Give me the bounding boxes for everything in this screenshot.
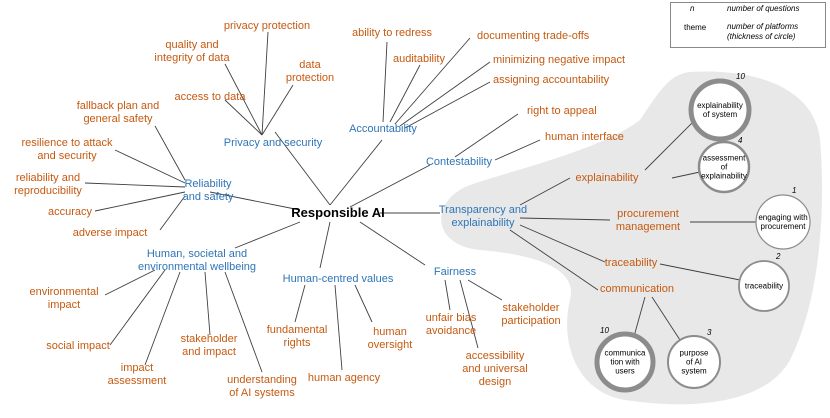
theme-count-communication-with-users: 10	[600, 326, 609, 335]
leaf-right-to-appeal: right to appeal	[527, 105, 597, 117]
leaf-social-impact: social impact	[46, 340, 110, 352]
leaf-reliability-reproducibility: reliability and reproducibility	[14, 172, 82, 197]
theme-count-traceability: 2	[776, 252, 781, 261]
leaf-quality-integrity: quality and integrity of data	[154, 39, 230, 64]
leaf-ability-to-redress: ability to redress	[351, 27, 433, 39]
leaf-unfair-bias: unfair bias avoidance	[425, 312, 477, 337]
theme-count-purpose-of-ai-system: 3	[707, 328, 712, 337]
leaf-environmental-impact: environmental impact	[29, 286, 99, 311]
category-accountability: Accountability	[349, 123, 417, 135]
theme-circle-purpose-of-ai-system	[667, 335, 721, 389]
theme-label-traceability: traceability	[744, 281, 784, 291]
theme-label-purpose-of-ai-system: purpose of AI system	[679, 348, 709, 376]
theme-circle-explainability-of-system	[688, 78, 752, 142]
leaf-human-oversight: human oversight	[367, 326, 413, 351]
leaf-privacy-protection: privacy protection	[223, 20, 311, 32]
leaf-traceability: traceability	[604, 257, 658, 269]
theme-count-engaging-with-procurement: 1	[792, 186, 797, 195]
leaf-procurement-management: procurement management	[615, 208, 681, 233]
category-privacy: Privacy and security	[223, 137, 323, 149]
theme-circle-engaging-with-procurement	[755, 194, 811, 250]
leaf-resilience: resilience to attack and security	[21, 137, 113, 162]
leaf-impact-assessment: impact assessment	[107, 362, 167, 387]
leaf-communication: communication	[600, 283, 674, 295]
legend	[670, 2, 826, 48]
leaf-fallback-plan: fallback plan and general safety	[76, 100, 160, 125]
root-node: Responsible AI	[291, 205, 385, 220]
theme-circle-traceability	[738, 260, 790, 312]
theme-circle-assessment-of-explainability	[697, 140, 751, 194]
legend-questions: number of questions	[727, 4, 800, 13]
leaf-assigning-accountability: assigning accountability	[493, 74, 610, 86]
theme-count-assessment-of-explainability: 4	[738, 136, 743, 145]
leaf-minimizing-impact: minimizing negative impact	[493, 54, 626, 66]
theme-label-engaging-with-procurement: engaging with procurement	[758, 213, 808, 231]
leaf-documenting-tradeoffs: documenting trade-offs	[477, 30, 590, 42]
leaf-stakeholder-participation: stakeholder participation	[501, 302, 561, 327]
connector-lines	[84, 31, 756, 373]
category-reliability: Reliability and safety	[182, 178, 234, 203]
leaf-data-protection: data protection	[285, 59, 335, 84]
legend-n: n	[690, 4, 695, 13]
leaf-accuracy: accuracy	[47, 206, 93, 218]
category-human-wellbeing: Human, societal and environmental wellbe…	[137, 248, 257, 273]
leaf-stakeholder-impact: stakeholder and impact	[180, 333, 238, 358]
leaf-access-to-data: access to data	[174, 91, 246, 103]
leaf-adverse-impact: adverse impact	[72, 227, 148, 239]
leaf-fundamental-rights: fundamental rights	[266, 324, 328, 349]
theme-count-explainability-of-system: 10	[736, 72, 745, 81]
leaf-auditability: auditability	[393, 53, 445, 65]
theme-label-communication-with-users: communica tion with users	[604, 348, 646, 376]
theme-label-explainability-of-system: explainability of system	[697, 101, 743, 119]
theme-circle-communication-with-users	[594, 331, 656, 393]
category-contestability: Contestability	[425, 156, 493, 168]
leaf-human-interface: human interface	[545, 131, 624, 143]
category-transparency: Transparency and explainability	[438, 204, 528, 229]
legend-theme: theme	[684, 23, 707, 32]
category-fairness: Fairness	[433, 266, 477, 278]
theme-label-assessment-of-explainability: assessment of explainability	[701, 153, 747, 181]
leaf-human-agency: human agency	[307, 372, 381, 384]
leaf-explainability: explainability	[575, 172, 639, 184]
category-human-values: Human-centred values	[282, 273, 394, 285]
leaf-understanding-ai: understanding of AI systems	[227, 374, 297, 399]
leaf-accessibility: accessibility and universal design	[462, 350, 528, 388]
legend-platforms: number of platforms (thickness of circle…	[727, 22, 799, 41]
